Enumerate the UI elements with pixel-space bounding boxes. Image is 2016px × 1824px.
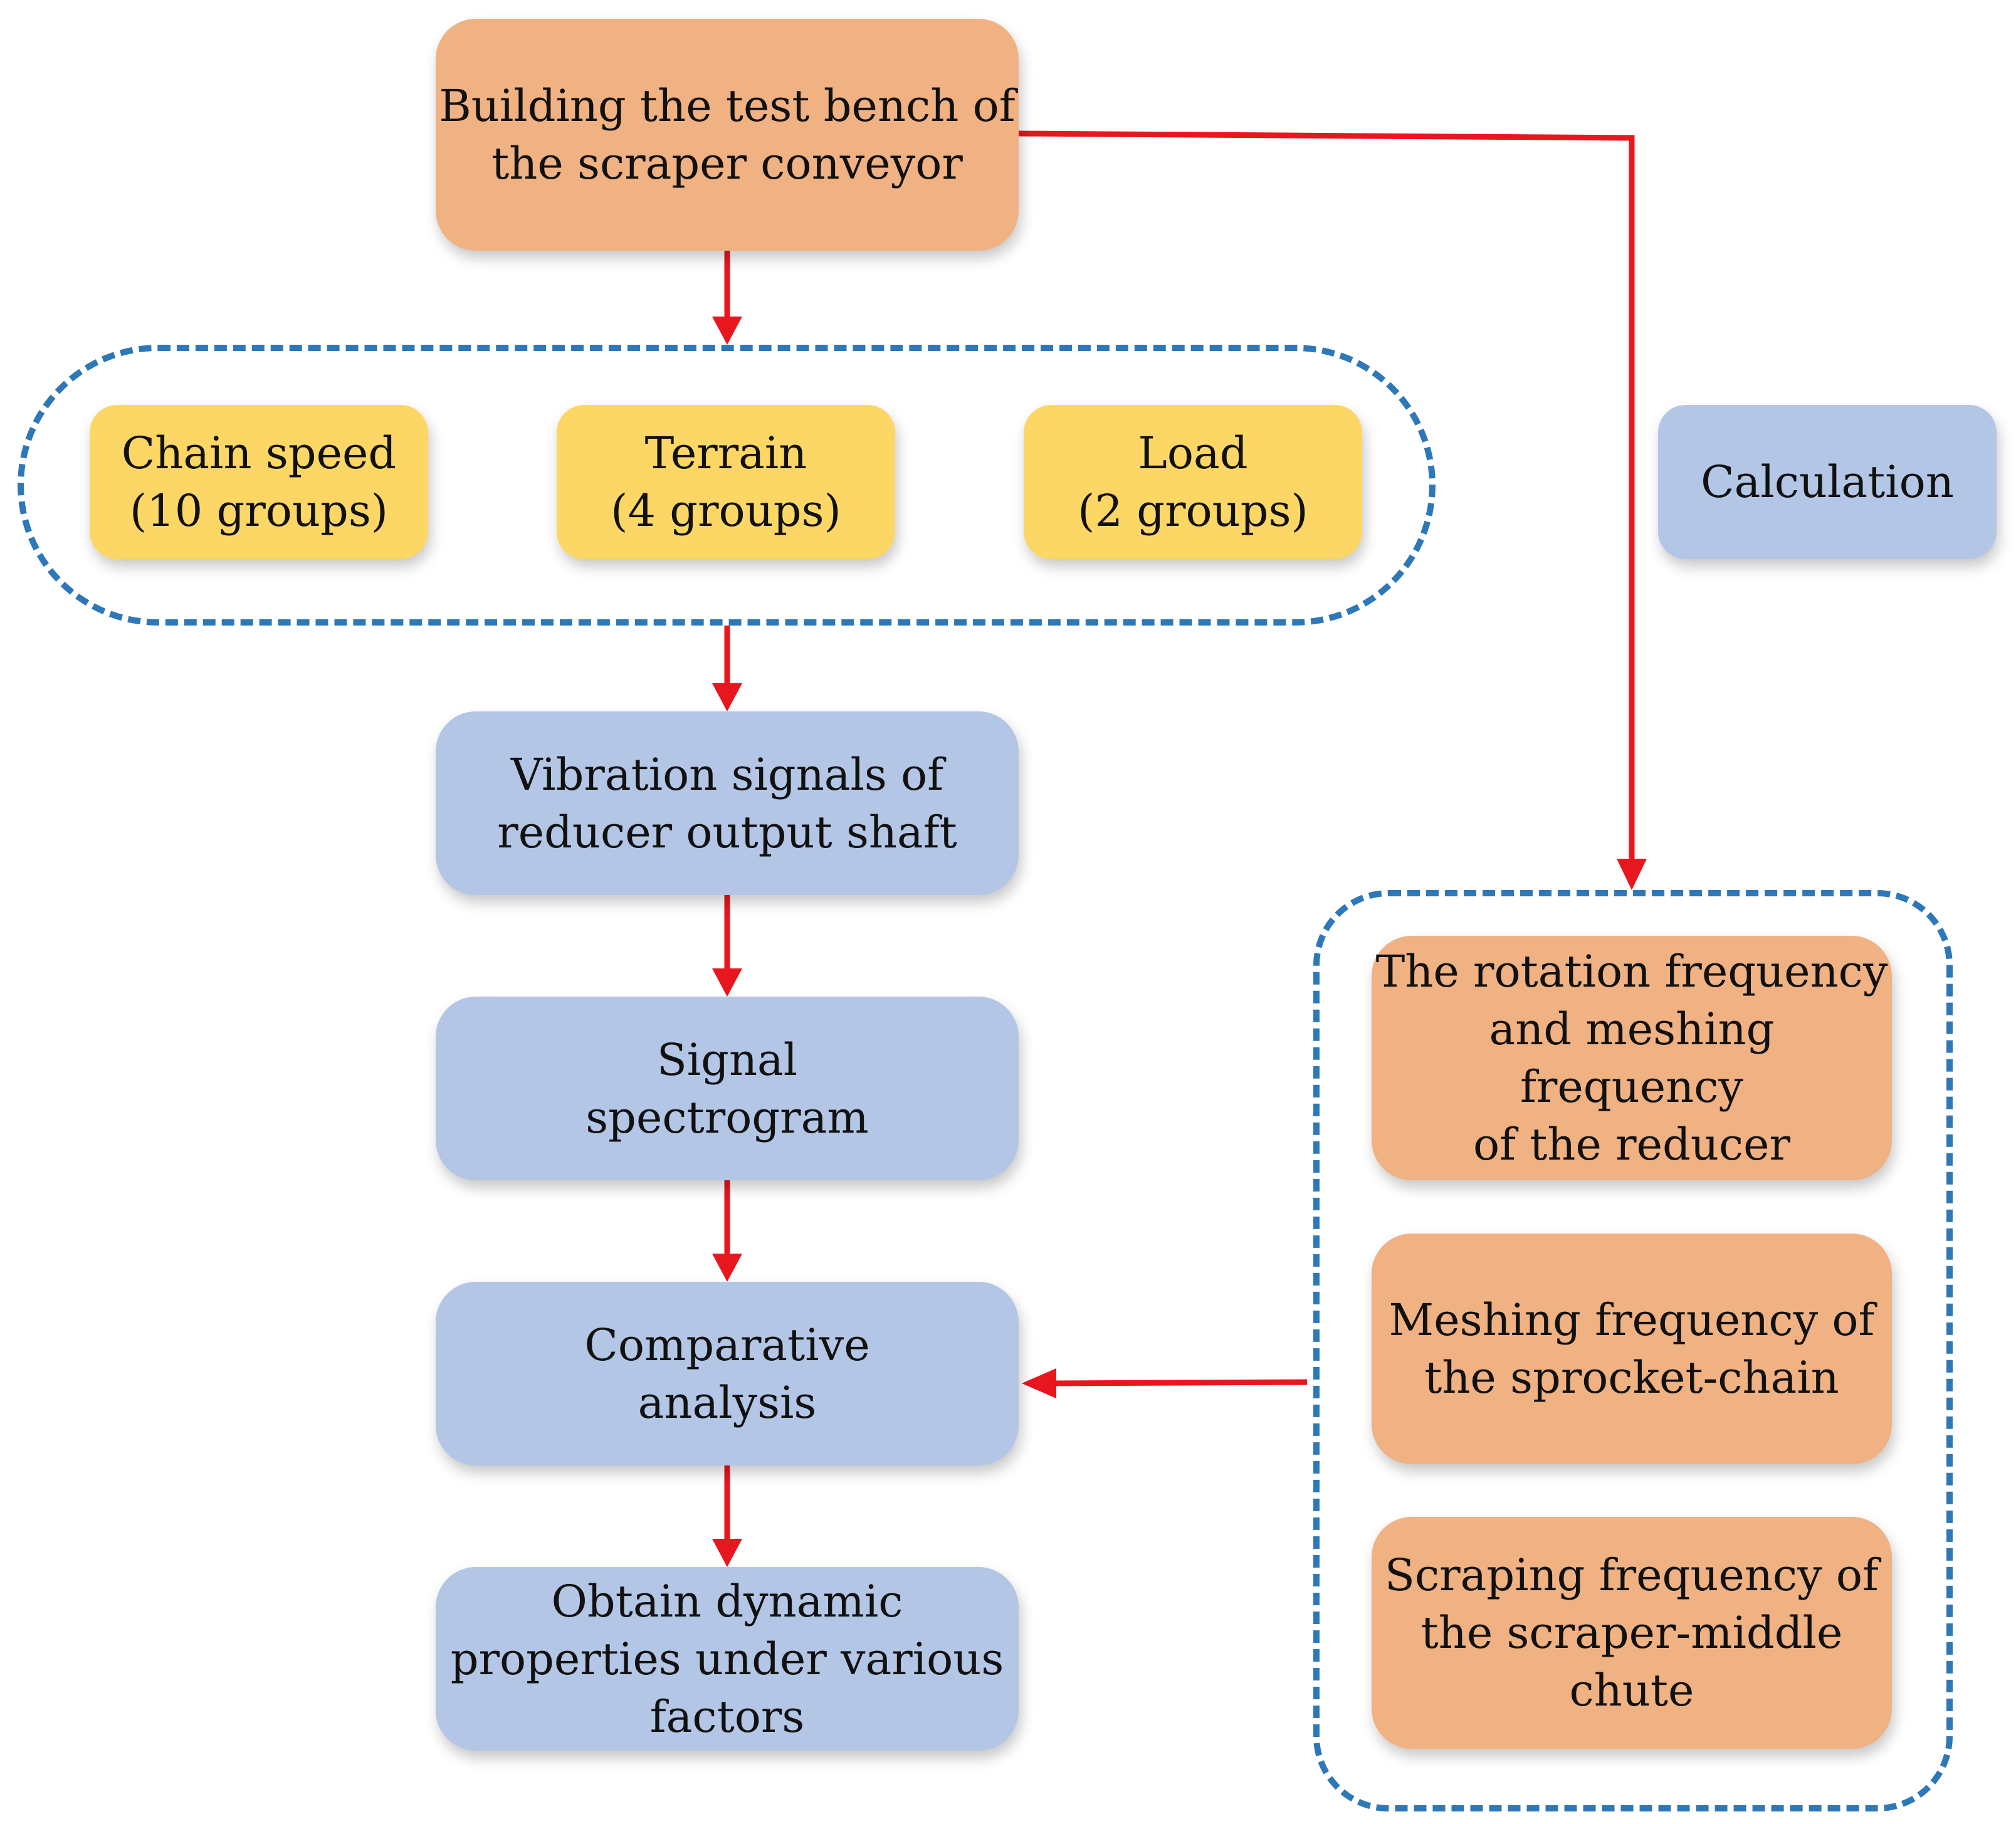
factor-box-load: Load (2 groups) [1024,405,1362,559]
factor-group [18,345,1436,626]
step-box-comparative: Comparative analysis [436,1282,1019,1465]
factor-label: Chain speed (10 groups) [121,427,397,537]
step-label: Vibration signals of reducer output shaf… [497,748,957,858]
step-box-vibration: Vibration signals of reducer output shaf… [436,711,1019,895]
start-box: Building the test bench of the scraper c… [436,19,1019,251]
start-label: Building the test bench of the scraper c… [439,80,1016,189]
frequency-box-scraper: Scraping frequency of the scraper-middle… [1372,1517,1892,1749]
arrowhead-6 [1617,859,1647,890]
frequency-box-sprocket: Meshing frequency of the sprocket-chain [1372,1234,1892,1464]
arrowhead-4 [712,1254,742,1282]
factor-box-chain-speed: Chain speed (10 groups) [90,405,428,559]
step-label: Obtain dynamic properties under various … [450,1575,1004,1743]
frequency-label: Scraping frequency of the scraper-middle… [1385,1549,1879,1716]
step-box-spectrogram: Signal spectrogram [436,997,1019,1180]
frequency-group [1313,890,1953,1811]
arrow-start-to-frequencies [1018,130,1635,859]
step-box-obtain: Obtain dynamic properties under various … [436,1567,1019,1751]
arrowhead-5 [712,1539,742,1567]
frequency-box-reducer: The rotation frequency and meshing frequ… [1372,936,1892,1180]
calculation-box: Calculation [1658,405,1997,559]
step-label: Signal spectrogram [585,1034,869,1143]
arrowhead-2 [712,683,742,711]
factor-label: Load (2 groups) [1078,427,1308,537]
arrowhead-3 [712,968,742,997]
arrowhead-7 [1022,1368,1056,1398]
step-label: Comparative analysis [584,1319,870,1428]
frequency-label: The rotation frequency and meshing frequ… [1375,946,1888,1170]
arrow-frequencies-to-comparative [1053,1379,1308,1386]
calculation-label: Calculation [1701,456,1954,508]
factor-box-terrain: Terrain (4 groups) [557,405,895,559]
factor-label: Terrain (4 groups) [611,427,841,537]
arrowhead-1 [712,317,742,345]
frequency-label: Meshing frequency of the sprocket-chain [1389,1294,1875,1403]
